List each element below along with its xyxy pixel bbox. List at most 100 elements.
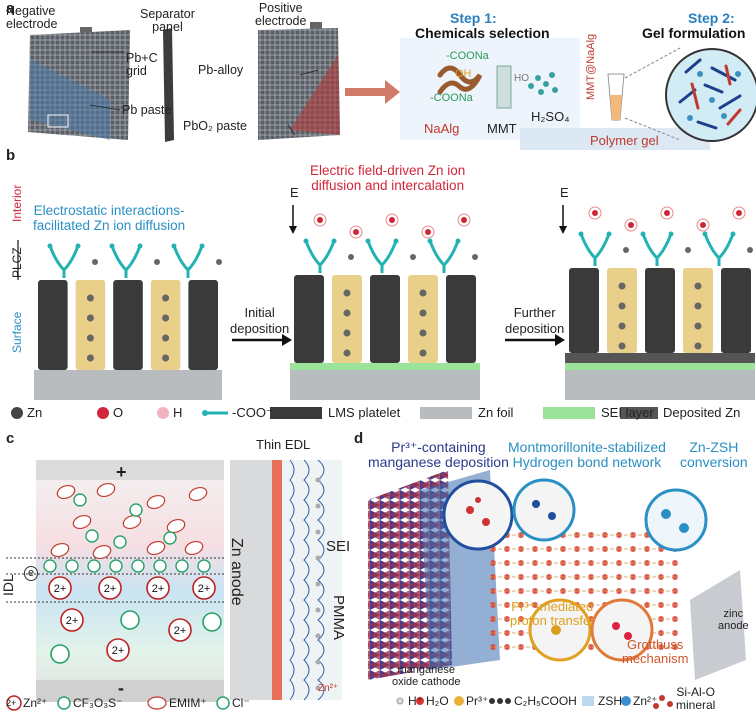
emim-ion <box>96 482 116 498</box>
mn-cathode-label: manganese oxide cathode <box>392 664 461 688</box>
coo-end <box>702 231 708 237</box>
mmt-naalg-label: MMT@NaAlg <box>585 33 597 100</box>
zn2-ion-label: 2+ <box>54 583 67 595</box>
zn-atom <box>694 282 702 290</box>
idl-anion <box>109 559 123 573</box>
zn2-ion-label: 2+ <box>198 583 211 595</box>
column-0-2 <box>113 280 143 370</box>
zn2-ion <box>60 608 84 632</box>
hydrated-zn-core <box>353 229 359 235</box>
cf3so3-ion <box>129 503 143 517</box>
initial-deposition-label: Initial deposition <box>230 305 290 336</box>
legend-zn: Zn <box>27 405 43 420</box>
column-1-0 <box>294 275 324 363</box>
coo-end <box>331 238 337 244</box>
legend-d-pr: Pr³⁺ <box>466 694 489 708</box>
zn-foil-0 <box>34 370 222 400</box>
arrow-initial-head <box>282 334 292 346</box>
e-arrow-1-head <box>289 226 297 234</box>
zn-ion <box>154 259 160 265</box>
hydrated-zn-core <box>461 217 467 223</box>
sei-layer-2 <box>565 363 755 370</box>
idl-anion <box>131 559 145 573</box>
column-2-4 <box>721 268 751 353</box>
zn-atom <box>86 354 94 362</box>
zn-atom <box>343 329 351 337</box>
zn-atom <box>343 349 351 357</box>
electrostatic-label: Electrostatic interactions- facilitated … <box>33 203 186 233</box>
zn-atom <box>419 289 427 297</box>
coo-end <box>730 231 736 237</box>
legend-o: O <box>113 405 124 420</box>
hydrated-zn-core <box>628 222 634 228</box>
emim-ion <box>166 518 186 534</box>
legend-sei: SEI layer <box>601 405 654 420</box>
legend-c-emim: EMIM⁺ <box>169 696 207 710</box>
mmt-title: Montmorillonite-stabilized Hydrogen bond… <box>508 439 666 470</box>
idl-anion <box>43 559 57 573</box>
emim-ion <box>184 540 204 556</box>
emim-ion <box>72 514 92 530</box>
legend-h: H <box>173 405 183 420</box>
ho-label: HO <box>514 73 529 84</box>
cf3so3-ion <box>85 529 99 543</box>
thin-edl-label: Thin EDL <box>256 437 311 452</box>
coo-ligand <box>428 240 460 268</box>
pmma-label: PMMA <box>330 595 347 640</box>
coona-bottom: -COONa <box>430 92 473 104</box>
zn-atom <box>419 309 427 317</box>
cf3so3-ion <box>73 493 87 507</box>
zn-atom <box>618 342 626 350</box>
zn2-ion <box>48 576 72 600</box>
pbc-grid-label: Pb+C grid <box>126 51 158 78</box>
idl-anion <box>197 559 211 573</box>
legend-d-zn2: Zn²⁺ <box>633 694 658 708</box>
coo-end <box>75 243 81 249</box>
zn-foil-1 <box>290 370 480 400</box>
step1-title: Step 1: <box>450 10 497 26</box>
e-arrow-2-head <box>559 226 567 234</box>
column-0-1 <box>75 280 106 370</box>
column-0-4 <box>188 280 218 370</box>
idl-anion <box>87 559 101 573</box>
negative-electrode-plate <box>28 27 130 140</box>
sei-layer-1 <box>290 363 480 370</box>
coo-ligand <box>110 245 142 273</box>
coo-ligand <box>304 240 336 268</box>
panel-c-legend: 2+ Zn²⁺ CF₃O₃S⁻ EMIM⁺ Cl⁻ <box>0 694 360 712</box>
column-1-3 <box>408 275 438 363</box>
idl-anion <box>175 559 189 573</box>
emim-ion <box>56 484 76 500</box>
edl-zn <box>315 555 321 561</box>
hydrated-zn-core <box>664 210 670 216</box>
legend-lms: LMS platelet <box>328 405 401 420</box>
mmt-label: MMT <box>487 121 517 136</box>
coo-end <box>578 231 584 237</box>
emim-ion <box>146 494 166 510</box>
legend-d-zsh: ZSH <box>598 694 622 708</box>
emim-ion <box>146 540 166 556</box>
column-2-0 <box>569 268 599 353</box>
legend-c-cl: Cl⁻ <box>232 696 250 710</box>
zn-atom <box>694 322 702 330</box>
c-plus-sign: + <box>116 462 127 482</box>
zinc-anode-label: zinc anode <box>718 608 749 632</box>
hydrated-zn-core <box>592 210 598 216</box>
panel-b-legend: Zn O H -COO⁻ LMS platelet Zn foil SEI la… <box>0 404 756 422</box>
e-circle-label: e <box>24 566 39 581</box>
step-arrow <box>345 80 400 104</box>
coo-end <box>109 243 115 249</box>
panel-c-diagram: 2+2+2+2+2+2+2+ <box>6 459 342 702</box>
zn-atom <box>162 294 170 302</box>
panel-d-diagram <box>368 470 746 709</box>
coo-ligand <box>172 245 204 273</box>
pb-paste-label: Pb paste <box>122 103 172 117</box>
cl-ion <box>50 644 70 664</box>
panel-d-letter: d <box>354 430 364 447</box>
column-2-2 <box>645 268 675 353</box>
cl-ion <box>202 612 222 632</box>
pr-proton-label: Pr³⁺-mediated proton transfer <box>510 599 595 628</box>
positive-electrode-plate <box>258 22 340 140</box>
emim-ion <box>122 514 142 530</box>
zn-atom <box>86 314 94 322</box>
